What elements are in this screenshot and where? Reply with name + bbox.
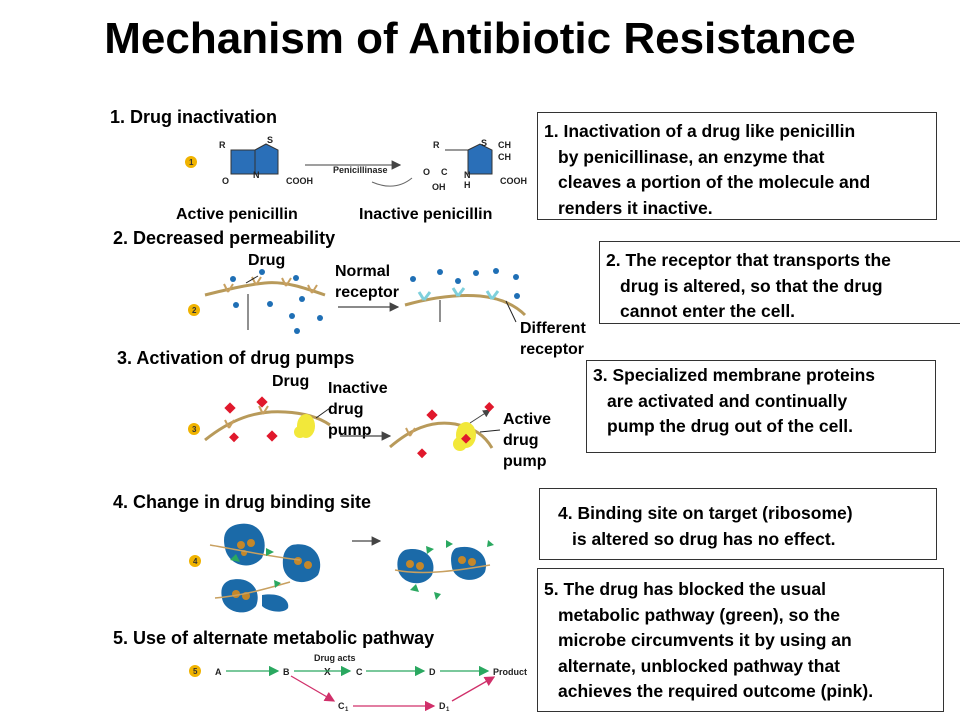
- pathway-node-d: D: [429, 667, 436, 677]
- explanation-box-5: 5. The drug has blocked the usual metabo…: [537, 568, 944, 712]
- step-badge-5: 5: [189, 665, 201, 677]
- svg-text:CH: CH: [498, 140, 511, 150]
- drug-molecules-normal: [230, 269, 323, 334]
- ribosome-normal-group: [209, 523, 321, 613]
- explanation-1-line-1: 1. Inactivation of a drug like penicilli…: [544, 121, 856, 141]
- drug-acts-label: Drug acts: [314, 653, 356, 663]
- svg-text:Penicillinase: Penicillinase: [333, 165, 388, 175]
- pathway-node-d1: D: [439, 701, 446, 711]
- explanation-1-line-2: by penicillinase, an enzyme that: [558, 146, 825, 167]
- active-pump-protein: [456, 422, 476, 448]
- svg-text:R: R: [433, 140, 440, 150]
- penicillinase-arrow: Penicillinase: [305, 160, 413, 187]
- svg-text:S: S: [267, 135, 273, 145]
- ribosome-altered-group: [394, 540, 494, 600]
- membrane-pump-inactive: [204, 405, 331, 442]
- explanation-1-line-4: renders it inactive.: [558, 197, 713, 218]
- active-penicillin-label: Active penicillin: [176, 206, 298, 223]
- section-heading-decreased-permeability: 2. Decreased permeability: [113, 228, 336, 248]
- membrane-pump-active: [389, 409, 501, 451]
- block-x-mark: X: [324, 667, 331, 678]
- step-badge-2: 2: [188, 304, 200, 316]
- metabolic-pathway: A B C D Product C 1 D 1 Drug acts X: [215, 653, 527, 713]
- explanation-5-line-3: microbe circumvents it by using an: [558, 630, 852, 650]
- svg-text:OH: OH: [432, 182, 446, 192]
- pathway-node-product: Product: [493, 667, 527, 677]
- drug-molecules-excluded: [410, 268, 520, 299]
- svg-text:CH: CH: [498, 152, 511, 162]
- explanation-2-line-2: drug is altered, so that the drug: [620, 275, 883, 296]
- inactive-pump-label: Inactive drug pump: [328, 378, 388, 441]
- section-heading-drug-inactivation: 1. Drug inactivation: [110, 107, 278, 127]
- explanation-3-line-2: are activated and continually: [607, 390, 848, 411]
- svg-text:N: N: [464, 170, 471, 180]
- explanation-4-line-2: is altered so drug has no effect.: [572, 528, 836, 549]
- explanation-3-line-3: pump the drug out of the cell.: [607, 416, 853, 436]
- pathway-node-d1-sub: 1: [446, 707, 450, 713]
- pathway-node-b: B: [283, 667, 290, 677]
- step-badge-4: 4: [189, 555, 201, 567]
- svg-text:N: N: [253, 170, 260, 180]
- explanation-1-line-3: cleaves a portion of the molecule and: [558, 172, 871, 192]
- svg-text:2: 2: [192, 306, 197, 315]
- step-badge-3: 3: [188, 423, 200, 435]
- inactive-pump-protein: [297, 414, 315, 438]
- drug-label-2: Drug: [248, 252, 286, 269]
- svg-text:COOH: COOH: [500, 176, 527, 186]
- section-heading-binding-site: 4. Change in drug binding site: [113, 492, 372, 512]
- active-pump-line3: pump: [503, 453, 547, 470]
- explanation-2-line-3: cannot enter the cell.: [620, 301, 796, 321]
- svg-text:O: O: [423, 167, 430, 177]
- membrane-normal: [204, 275, 326, 330]
- page-title: Mechanism of Antibiotic Resistance: [104, 14, 856, 63]
- svg-text:3: 3: [192, 425, 197, 434]
- active-pump-line1: Active: [503, 411, 552, 428]
- svg-text:C: C: [441, 167, 448, 177]
- inactive-pump-line3: pump: [328, 422, 372, 439]
- active-penicillin-molecule: R S O N COOH: [219, 135, 313, 186]
- normal-receptor-line2: receptor: [335, 284, 400, 301]
- pathway-node-a: A: [215, 667, 222, 677]
- svg-text:4: 4: [193, 557, 198, 566]
- section-heading-drug-pumps: 3. Activation of drug pumps: [117, 348, 355, 368]
- explanation-5-line-1: 5. The drug has blocked the usual: [544, 579, 826, 599]
- explanation-5-line-4: alternate, unblocked pathway that: [558, 655, 840, 676]
- inactive-penicillin-molecule: R S O C OH N H CH CH COOH: [423, 138, 527, 192]
- pathway-node-c1: C: [338, 701, 345, 711]
- explanation-box-2: 2. The receptor that transports the drug…: [599, 241, 960, 324]
- drug-molecules-red-2: [417, 402, 495, 459]
- svg-text:H: H: [464, 180, 471, 190]
- svg-text:COOH: COOH: [286, 176, 313, 186]
- drug-label-3: Drug: [272, 373, 310, 390]
- different-receptor-line1: Different: [520, 320, 586, 337]
- drug-molecules-red-1: [224, 396, 278, 443]
- explanation-5-line-2: metabolic pathway (green), so the: [558, 604, 840, 625]
- active-pump-line2: drug: [503, 432, 539, 449]
- explanation-2-line-1: 2. The receptor that transports the: [606, 250, 891, 270]
- pathway-node-c: C: [356, 667, 363, 677]
- svg-text:S: S: [481, 138, 487, 148]
- different-receptor-label: Different receptor: [520, 318, 586, 360]
- different-receptor-line2: receptor: [520, 341, 585, 358]
- svg-text:1: 1: [189, 158, 194, 167]
- step-badge-1: 1: [185, 156, 197, 168]
- normal-receptor-line1: Normal: [335, 263, 391, 280]
- inactive-pump-line1: Inactive: [328, 380, 388, 397]
- inactive-pump-line2: drug: [328, 401, 364, 418]
- normal-receptor-label: Normal receptor: [335, 261, 399, 303]
- section-heading-alternate-pathway: 5. Use of alternate metabolic pathway: [113, 628, 435, 648]
- explanation-box-4: 4. Binding site on target (ribosome) is …: [539, 488, 937, 560]
- active-pump-label: Active drug pump: [503, 409, 551, 472]
- inactive-penicillin-label: Inactive penicillin: [359, 206, 493, 223]
- svg-text:R: R: [219, 140, 226, 150]
- explanation-4-line-1: 4. Binding site on target (ribosome): [558, 503, 853, 523]
- svg-text:5: 5: [193, 667, 198, 676]
- svg-text:O: O: [222, 176, 229, 186]
- explanation-3-line-1: 3. Specialized membrane proteins: [593, 365, 876, 385]
- explanation-box-1: 1. Inactivation of a drug like penicilli…: [537, 112, 937, 220]
- membrane-altered: [404, 287, 527, 323]
- explanation-box-3: 3. Specialized membrane proteins are act…: [586, 360, 936, 453]
- explanation-5-line-5: achieves the required outcome (pink).: [558, 681, 874, 701]
- pathway-node-c1-sub: 1: [345, 707, 349, 713]
